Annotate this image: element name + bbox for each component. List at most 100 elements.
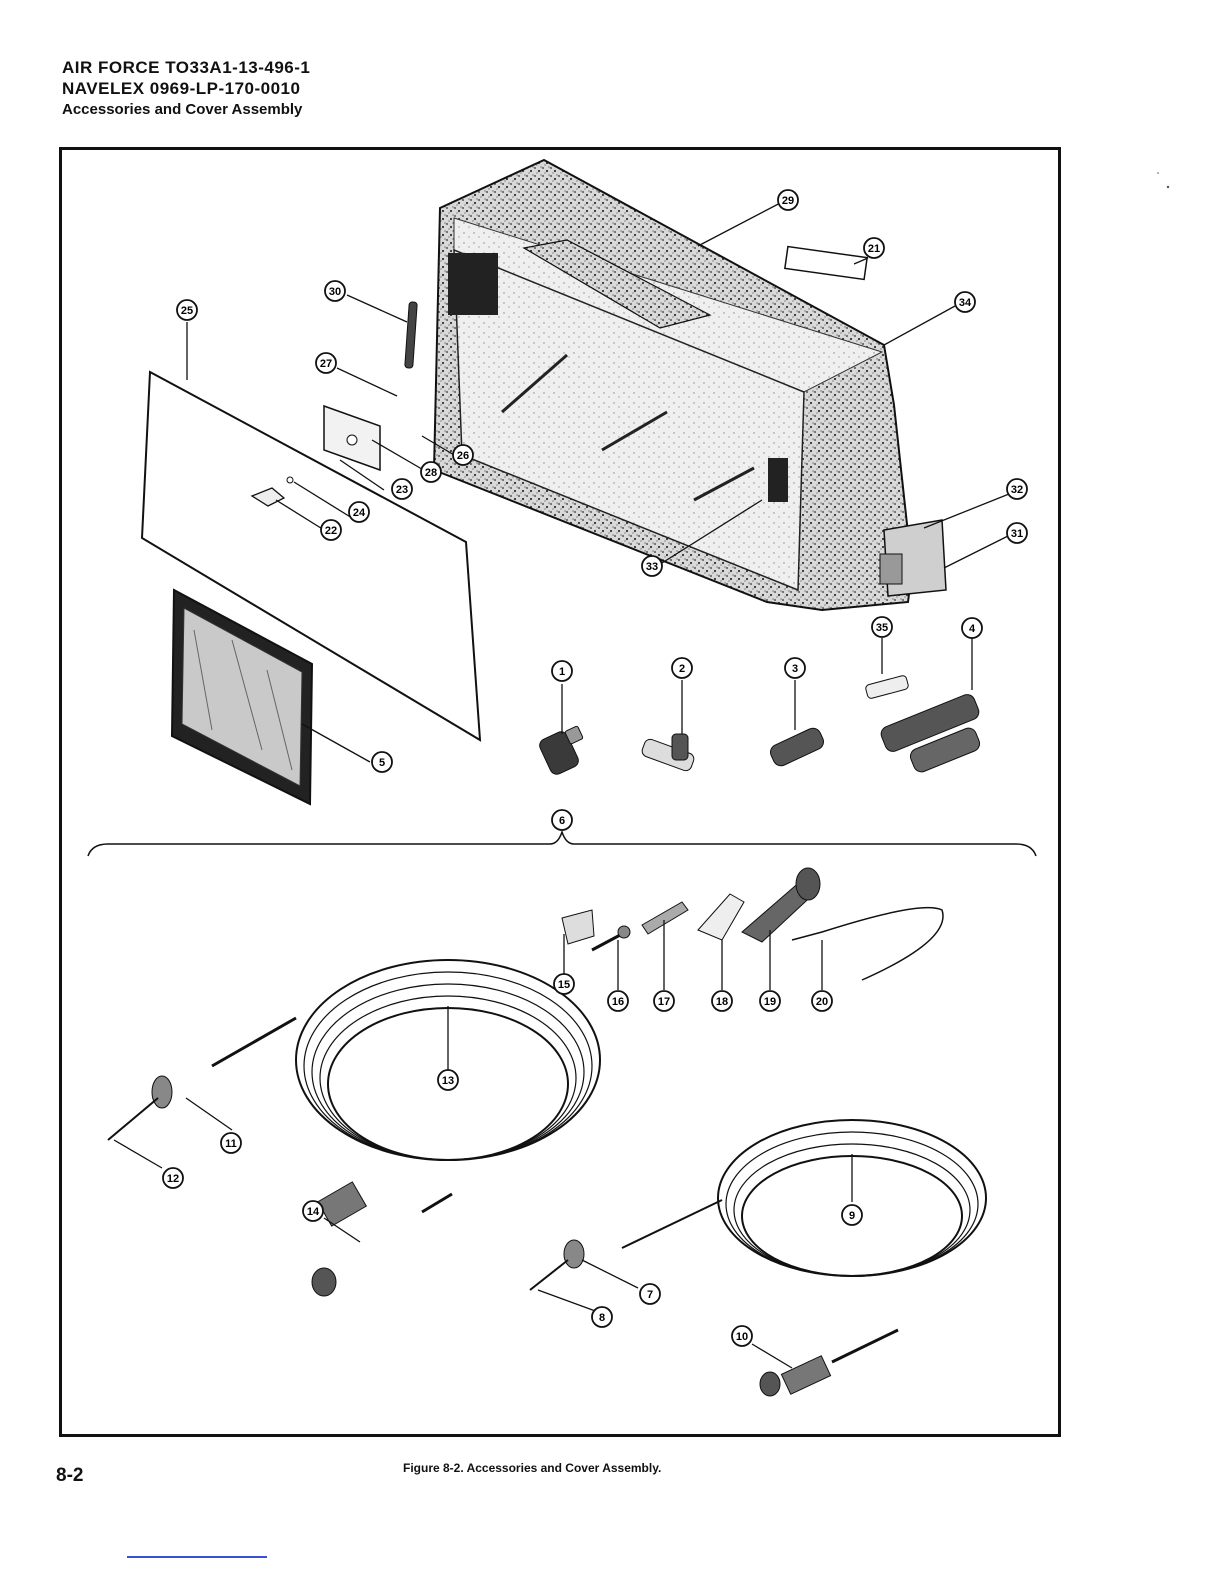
svg-text:3: 3	[792, 663, 798, 675]
callout-10: 10	[732, 1326, 752, 1346]
svg-text:1: 1	[559, 666, 565, 678]
svg-text:35: 35	[876, 622, 888, 634]
svg-text:28: 28	[425, 467, 437, 479]
callout-32: 32	[1007, 479, 1027, 499]
svg-text:13: 13	[442, 1075, 454, 1087]
svg-text:12: 12	[167, 1173, 179, 1185]
callout-18: 18	[712, 991, 732, 1011]
probe-body-11	[212, 1018, 296, 1066]
header-doc-number-navelex: NAVELEX 0969-LP-170-0010	[62, 78, 310, 99]
adapter-1	[537, 726, 583, 777]
callout-2: 2	[672, 658, 692, 678]
callout-28: 28	[421, 462, 441, 482]
callout-29: 29	[778, 190, 798, 210]
callout-8: 8	[592, 1307, 612, 1327]
svg-text:22: 22	[325, 525, 337, 537]
svg-text:32: 32	[1011, 484, 1023, 496]
callout-5: 5	[372, 752, 392, 772]
bracket-latch	[880, 554, 902, 584]
svg-text:25: 25	[181, 305, 193, 317]
adapter-3	[768, 726, 826, 769]
svg-text:5: 5	[379, 757, 385, 769]
svg-text:16: 16	[612, 996, 624, 1008]
svg-text:6: 6	[559, 815, 565, 827]
svg-text:10: 10	[736, 1331, 748, 1343]
svg-text:34: 34	[959, 297, 972, 309]
svg-text:21: 21	[868, 243, 880, 255]
group-bracket	[88, 832, 1036, 856]
callout-1: 1	[552, 661, 572, 681]
svg-text:19: 19	[764, 996, 776, 1008]
svg-text:20: 20	[816, 996, 828, 1008]
ground-lead-20	[792, 908, 943, 980]
callout-23: 23	[392, 479, 412, 499]
bnc-connector-10	[781, 1356, 830, 1395]
callout-13: 13	[438, 1070, 458, 1090]
callout-3: 3	[785, 658, 805, 678]
figure-frame: 29 21 34 30 25 27 26 28 23 24 22 32 31 3…	[59, 147, 1061, 1437]
callout-26: 26	[453, 445, 473, 465]
header-section-title: Accessories and Cover Assembly	[62, 99, 310, 120]
callout-35: 35	[872, 617, 892, 637]
page-number: 8-2	[56, 1465, 83, 1487]
adapter-2-tee	[640, 734, 695, 772]
svg-text:11: 11	[225, 1138, 237, 1150]
svg-text:7: 7	[647, 1289, 653, 1301]
callout-14: 14	[303, 1201, 323, 1221]
probe-tip-8	[530, 1260, 568, 1290]
svg-text:4: 4	[969, 623, 976, 635]
header-doc-number-af: AIR FORCE TO33A1-13-496-1	[62, 57, 310, 78]
callout-9: 9	[842, 1205, 862, 1225]
figure-caption: Figure 8-2. Accessories and Cover Assemb…	[403, 1461, 661, 1475]
callout-33: 33	[642, 556, 662, 576]
callout-12: 12	[163, 1168, 183, 1188]
svg-text:14: 14	[307, 1206, 320, 1218]
svg-text:18: 18	[716, 996, 728, 1008]
svg-text:24: 24	[353, 507, 366, 519]
probe-tip-15	[562, 910, 594, 944]
probe-collar-7	[564, 1240, 584, 1268]
callout-24: 24	[349, 502, 369, 522]
fuse	[865, 675, 909, 699]
svg-text:23: 23	[396, 484, 408, 496]
callout-4: 4	[962, 618, 982, 638]
svg-text:9: 9	[849, 1210, 855, 1222]
callout-6: 6	[552, 810, 572, 830]
svg-text:33: 33	[646, 561, 658, 573]
latch-hole	[347, 435, 357, 445]
svg-text:27: 27	[320, 358, 332, 370]
probe-collar-11	[152, 1076, 172, 1108]
svg-text:26: 26	[457, 450, 469, 462]
svg-text:30: 30	[329, 286, 341, 298]
callout-7: 7	[640, 1284, 660, 1304]
bnc-connector-14	[318, 1182, 367, 1226]
document-header: AIR FORCE TO33A1-13-496-1 NAVELEX 0969-L…	[62, 57, 310, 120]
callout-16: 16	[608, 991, 628, 1011]
callout-21: 21	[864, 238, 884, 258]
callout-17: 17	[654, 991, 674, 1011]
scan-specks	[1150, 165, 1180, 195]
callout-20: 20	[812, 991, 832, 1011]
callout-22: 22	[321, 520, 341, 540]
bnc-connector-14-head	[312, 1268, 336, 1296]
cabinet-cover	[434, 160, 912, 610]
callout-34: 34	[955, 292, 975, 312]
probe-ground-19-collar	[796, 868, 820, 900]
callout-11: 11	[221, 1133, 241, 1153]
adapter-4-dual	[879, 692, 982, 774]
svg-text:8: 8	[599, 1312, 605, 1324]
probe-tip-12	[108, 1098, 158, 1140]
footer-rule	[127, 1556, 267, 1558]
probe-tip-17	[642, 902, 688, 934]
callout-25: 25	[177, 300, 197, 320]
svg-text:31: 31	[1011, 528, 1023, 540]
handle-strip	[405, 302, 418, 368]
callout-30: 30	[325, 281, 345, 301]
bnc-connector-10-head	[760, 1372, 780, 1396]
svg-text:2: 2	[679, 663, 685, 675]
probe-hook-18	[698, 894, 744, 940]
svg-text:29: 29	[782, 195, 794, 207]
callout-19: 19	[760, 991, 780, 1011]
svg-text:17: 17	[658, 996, 670, 1008]
svg-text:15: 15	[558, 979, 570, 991]
